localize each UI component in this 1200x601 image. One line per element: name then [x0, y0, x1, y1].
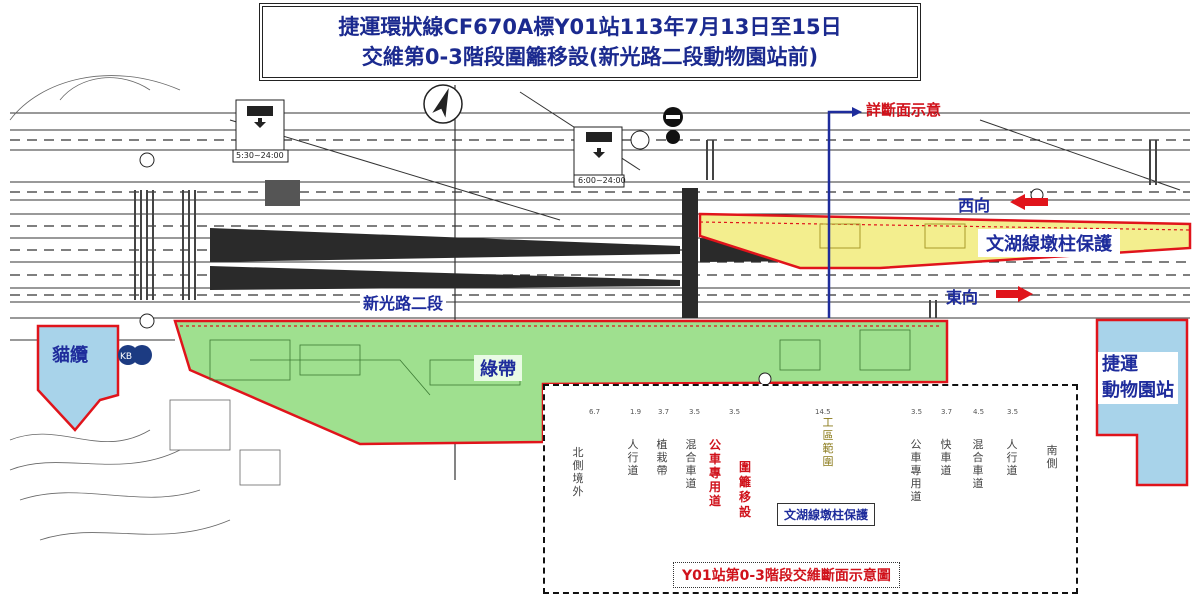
col-sidewalk-south: 人行道 [1006, 438, 1018, 477]
col-fast-lane: 快車道 [940, 438, 952, 477]
no-entry-icon [139, 107, 1044, 386]
road-name-label: 新光路二段 [360, 290, 447, 314]
width-4: 3.5 [729, 408, 741, 416]
station-label: 捷運 動物園站 [1098, 352, 1178, 404]
title-line-2: 交維第0-3階段圍籬移設(新光路二段動物園站前) [361, 45, 819, 69]
col-bus-lane-south: 公車專用道 [910, 438, 922, 503]
north-arrow-icon [423, 84, 463, 124]
east-arrow-icon [996, 286, 1033, 302]
terrain-lines [9, 75, 281, 541]
wenhu-protection-label: 文湖線墩柱保護 [978, 229, 1120, 257]
sign1-hours: 5:30~24:00 [236, 151, 284, 160]
width-7: 3.7 [941, 408, 953, 416]
sign2-hours-box [573, 174, 625, 188]
width-6: 3.5 [911, 408, 923, 416]
crosswalk [134, 140, 1157, 318]
width-2: 3.7 [658, 408, 670, 416]
width-1: 1.9 [630, 408, 642, 416]
col-bus-lane-north: 公車專用道 [708, 438, 721, 508]
detail-section-label: 詳斷面示意 [866, 101, 942, 119]
cat-cable-label: 貓纜 [52, 345, 88, 366]
section-detail-box: 6.7 1.9 3.7 3.5 3.5 14.5 3.5 3.7 4.5 3.5… [543, 384, 1078, 594]
col-mixed-south: 混合車道 [972, 438, 984, 490]
station-label-line-1: 捷運 [1102, 354, 1138, 375]
width-8: 4.5 [973, 408, 985, 416]
col-south-side: 南側 [1046, 444, 1058, 470]
title-line-1: 捷運環狀線CF670A標Y01站113年7月13日至15日 [338, 15, 842, 39]
svg-text:KB: KB [120, 352, 132, 362]
col-north-outside: 北側境外 [572, 446, 584, 498]
section-inner-label: 文湖線墩柱保護 [777, 503, 876, 526]
col-sidewalk-north: 人行道 [627, 438, 639, 477]
cat-cable-zone [36, 324, 120, 432]
hatched-area [265, 180, 300, 206]
title-box: 捷運環狀線CF670A標Y01站113年7月13日至15日 交維第0-3階段圍籬… [259, 3, 921, 81]
width-3: 3.5 [689, 408, 701, 416]
col-mixed-north: 混合車道 [685, 438, 697, 490]
station-label-line-2: 動物園站 [1102, 380, 1174, 401]
section-caption: Y01站第0-3階段交維斷面示意圖 [673, 562, 900, 588]
green-belt-label: 綠帶 [474, 355, 522, 381]
sign1-hours-box [232, 149, 289, 163]
west-direction-label: 西向 [958, 196, 991, 215]
sign2-hours: 6:00~24:00 [578, 176, 626, 185]
fence-relocation-label: 圍籬移設 [738, 460, 751, 519]
bus-sign-icon [573, 126, 623, 176]
west-arrow-icon [1010, 194, 1048, 210]
col-work-zone: 工區範圍 [822, 416, 834, 468]
cat-cable-icon: KB [118, 345, 152, 365]
width-0: 6.7 [589, 408, 601, 416]
section-marker-arrow-icon [827, 110, 852, 318]
bus-sign-icon [235, 99, 285, 151]
width-9: 3.5 [1007, 408, 1019, 416]
col-planting: 植栽帶 [656, 438, 668, 477]
east-direction-label: 東向 [946, 288, 979, 307]
width-5: 14.5 [815, 408, 831, 416]
green-belt-details [209, 329, 911, 396]
